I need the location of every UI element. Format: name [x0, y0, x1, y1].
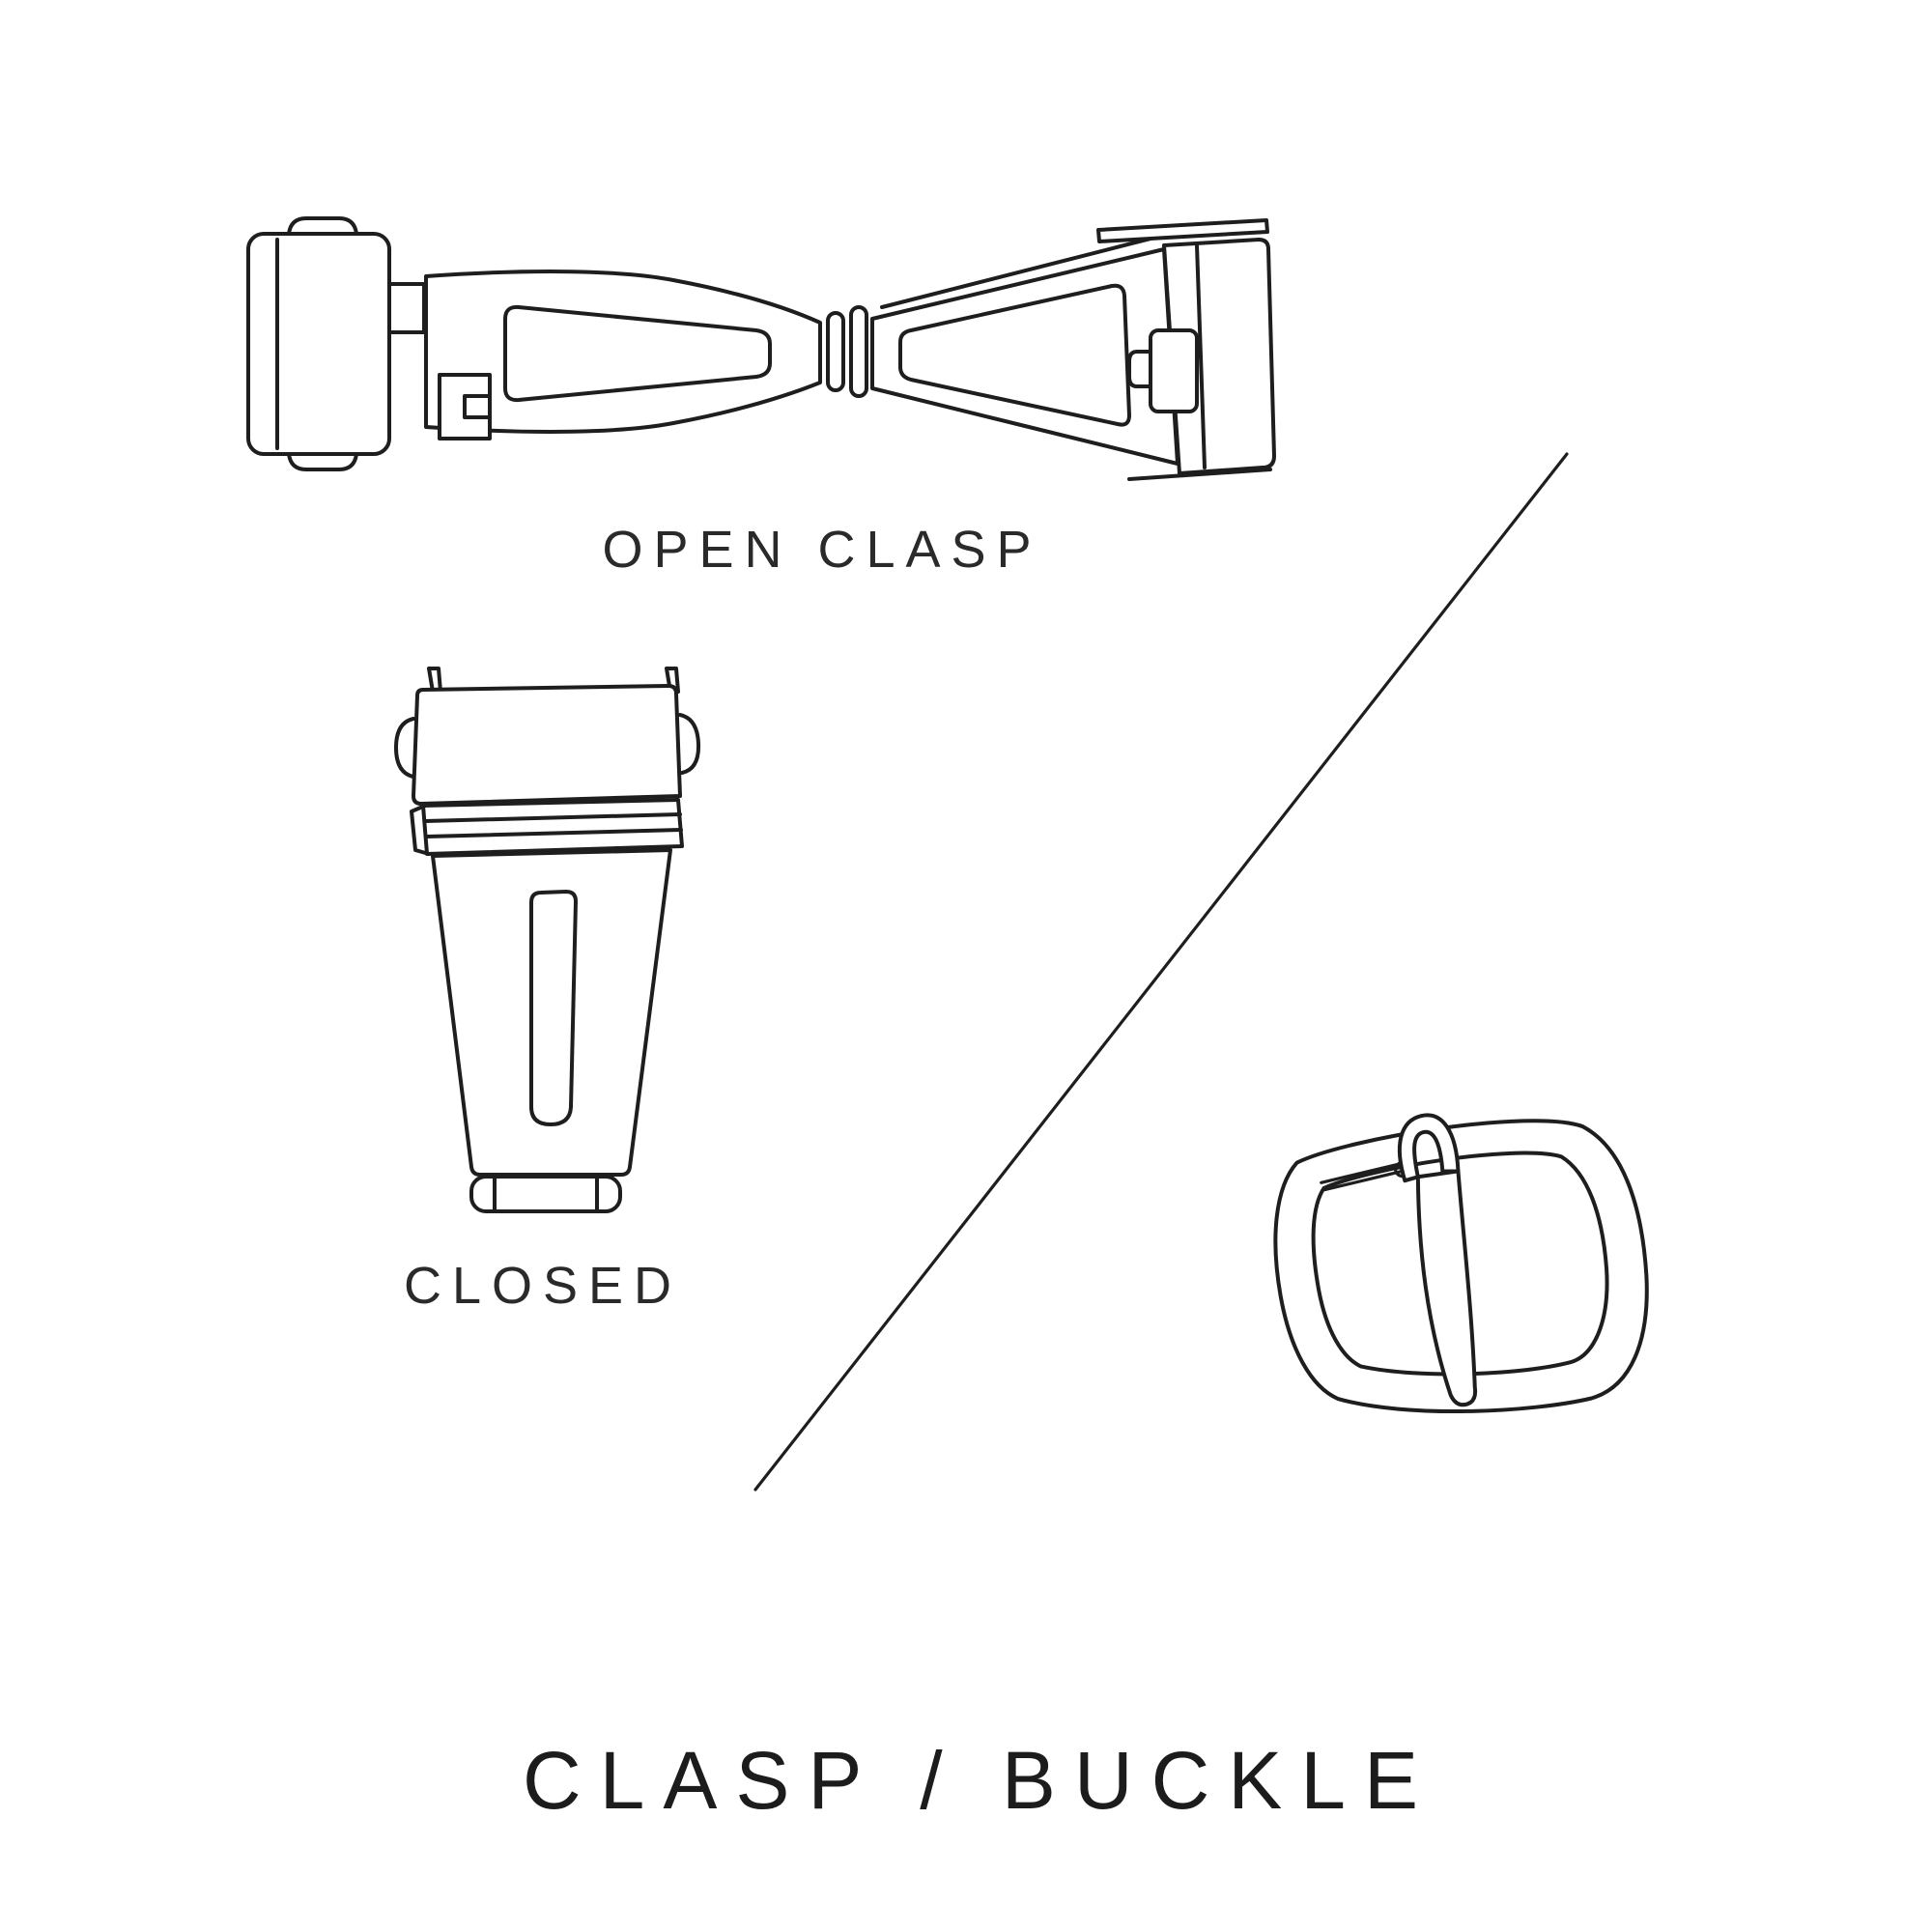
divider-line: [753, 452, 1569, 1492]
buckle-figure: [1273, 1113, 1649, 1414]
closed-clasp-figure: [394, 667, 701, 1213]
open-clasp-figure: [246, 216, 1276, 481]
closed-clasp-label: CLOSED: [403, 1257, 683, 1315]
page-title: CLASP / BUCKLE: [522, 1735, 1437, 1826]
open-clasp-label: OPEN CLASP: [602, 521, 1042, 579]
